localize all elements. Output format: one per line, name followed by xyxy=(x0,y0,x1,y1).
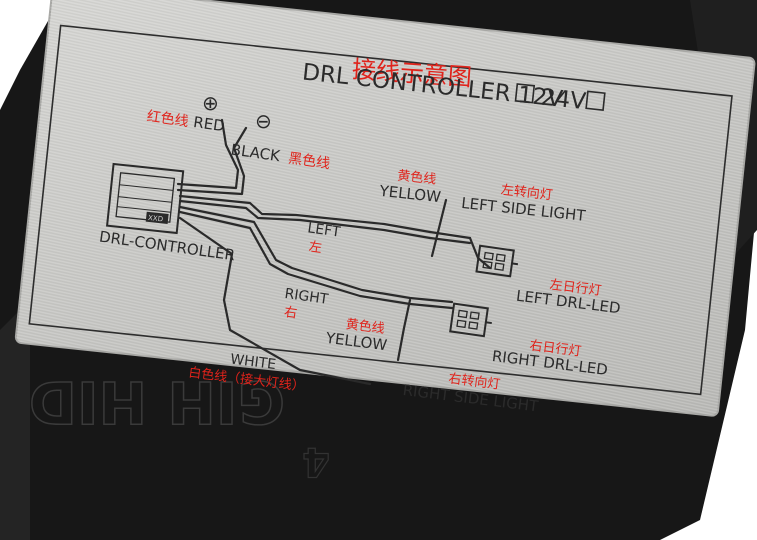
right-branch-label: RIGHT xyxy=(284,286,330,308)
housing-embossed-text: GIH HID xyxy=(29,368,285,436)
left-branch-label: LEFT xyxy=(306,220,341,240)
red-wire-label: RED xyxy=(192,113,226,135)
plate-inner-border xyxy=(28,24,733,396)
red-wire-label-cn: 红色线 xyxy=(146,107,190,130)
yellow-wire-bottom-label-cn: 黄色线 xyxy=(345,316,386,337)
housing-embossed-digit: 4 xyxy=(302,438,330,484)
checkbox-24v xyxy=(585,90,606,111)
right-side-light-label-cn: 右转向灯 xyxy=(448,371,502,393)
yellow-wire-top-label-cn: 黄色线 xyxy=(397,168,437,188)
controller-module: XXD xyxy=(105,162,185,235)
right-drl-label-cn: 右日行灯 xyxy=(529,338,582,359)
white-wire-label: WHITE xyxy=(229,352,277,373)
positive-terminal-icon: ⊕ xyxy=(202,91,219,115)
negative-terminal-icon: ⊖ xyxy=(255,109,272,133)
right-drl-connector xyxy=(449,302,492,338)
left-drl-label-cn: 左日行灯 xyxy=(549,278,602,299)
controller-chip-label: XXD xyxy=(148,214,164,224)
checkbox-12v xyxy=(514,83,536,104)
left-side-light-label-cn: 左转向灯 xyxy=(500,182,553,203)
left-branch-label-cn: 左 xyxy=(308,240,323,257)
wiring-harness xyxy=(176,118,492,386)
voltage-24v-label: 24V xyxy=(540,85,588,116)
left-drl-connector xyxy=(475,244,519,278)
black-wire-label-cn: 黑色线 xyxy=(287,150,331,173)
right-branch-label-cn: 右 xyxy=(283,305,298,322)
